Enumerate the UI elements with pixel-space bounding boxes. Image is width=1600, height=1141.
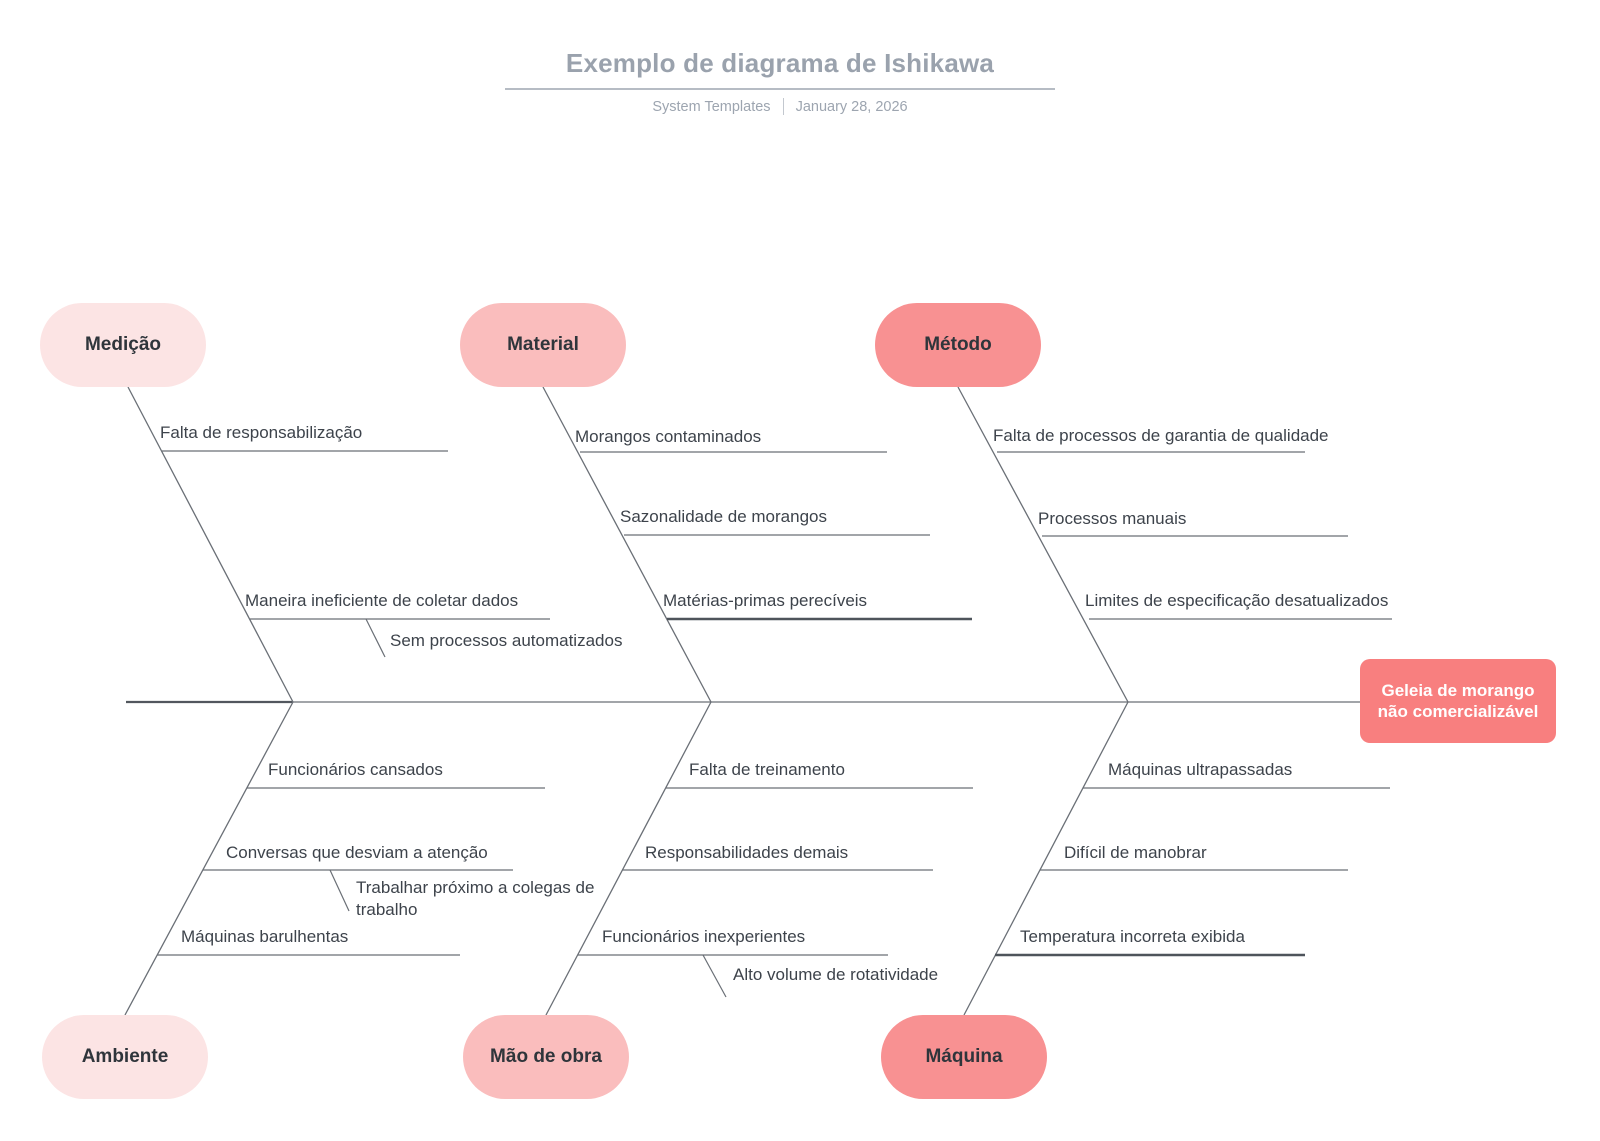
effect-node[interactable]: Geleia de morango não comercializável [1360, 659, 1556, 743]
bone-medicao [127, 386, 294, 703]
category-label: Método [924, 334, 992, 355]
cause-label[interactable]: Processos manuais [1038, 509, 1187, 528]
author-label: System Templates [652, 98, 771, 115]
cause-label[interactable]: Responsabilidades demais [645, 843, 849, 862]
bone-material [542, 386, 712, 703]
category-node-material[interactable]: Material [460, 303, 626, 387]
cause-label[interactable]: Maneira ineficiente de coletar dados [245, 591, 519, 610]
date-label: January 28, 2026 [795, 98, 908, 115]
cause-label[interactable]: Falta de responsabilização [160, 423, 363, 442]
bone-maquina [963, 701, 1129, 1016]
cause-label[interactable]: Máquinas barulhentas [181, 927, 349, 946]
sub-cause-label[interactable]: Trabalhar próximo a colegas de trabalho [356, 878, 595, 919]
category-node-mao-de-obra[interactable]: Mão de obra [463, 1015, 629, 1099]
sub-cause-label[interactable]: Sem processos automatizados [390, 631, 623, 650]
bone-ambiente [124, 701, 294, 1016]
sub-cause-line [702, 954, 727, 998]
cause-label[interactable]: Difícil de manobrar [1064, 843, 1207, 862]
sub-cause-label[interactable]: Alto volume de rotatividade [733, 965, 939, 984]
cause-label[interactable]: Funcionários inexperientes [602, 927, 806, 946]
category-node-ambiente[interactable]: Ambiente [42, 1015, 208, 1099]
sub-cause-line [365, 618, 386, 658]
category-node-metodo[interactable]: Método [875, 303, 1041, 387]
category-label: Máquina [925, 1046, 1003, 1067]
subtitle-separator [782, 98, 784, 115]
cause-label[interactable]: Conversas que desviam a atenção [226, 843, 488, 862]
bone-mao-de-obra [545, 701, 712, 1016]
cause-label[interactable]: Máquinas ultrapassadas [1108, 760, 1293, 779]
cause-label[interactable]: Morangos contaminados [575, 427, 762, 446]
category-label: Ambiente [81, 1046, 169, 1067]
cause-label[interactable]: Limites de especificação desatualizados [1085, 591, 1389, 610]
cause-label[interactable]: Temperatura incorreta exibida [1020, 927, 1245, 946]
sub-cause-line [329, 869, 350, 912]
category-label: Medição [84, 334, 162, 355]
cause-label[interactable]: Falta de processos de garantia de qualid… [993, 426, 1329, 445]
cause-label[interactable]: Funcionários cansados [268, 760, 443, 779]
category-label: Material [507, 334, 579, 355]
diagram-header: Exemplo de diagrama de Ishikawa System T… [505, 48, 1055, 115]
page-title: Exemplo de diagrama de Ishikawa [505, 48, 1055, 90]
category-label: Mão de obra [490, 1046, 602, 1067]
diagram-subtitle: System Templates January 28, 2026 [505, 98, 1055, 115]
cause-label[interactable]: Falta de treinamento [689, 760, 845, 779]
cause-label[interactable]: Matérias-primas perecíveis [663, 591, 868, 610]
bone-metodo [957, 386, 1129, 703]
cause-label[interactable]: Sazonalidade de morangos [620, 507, 827, 526]
category-node-medicao[interactable]: Medição [40, 303, 206, 387]
category-node-maquina[interactable]: Máquina [881, 1015, 1047, 1099]
